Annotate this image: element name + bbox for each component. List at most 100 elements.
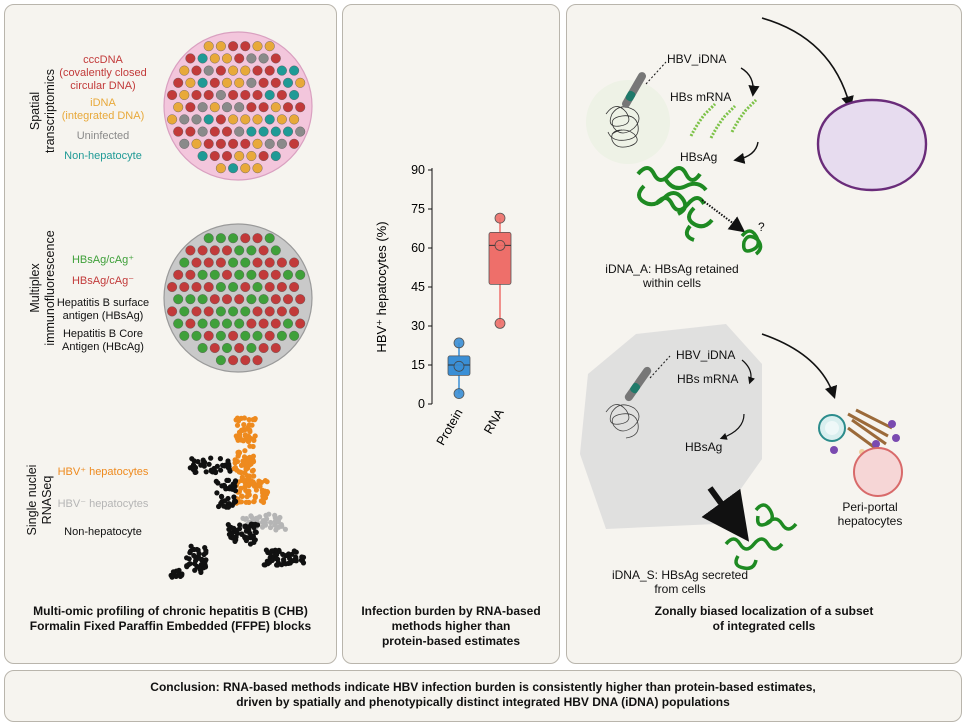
cell-dot: [270, 245, 281, 256]
cell-dot: [185, 102, 196, 113]
cell-point: [282, 526, 288, 532]
cell-point: [224, 477, 230, 483]
portal-tract-icon: [818, 408, 903, 497]
cell-point: [260, 497, 266, 504]
conclusion-banner: [4, 670, 962, 722]
cell-point: [281, 558, 287, 564]
cell-point: [238, 462, 245, 468]
cell-dot: [282, 77, 293, 88]
cell-point: [248, 461, 254, 467]
cell-point: [231, 494, 237, 500]
cell-dot: [295, 77, 306, 88]
cell-dot: [203, 257, 214, 268]
cell-dot: [197, 294, 208, 305]
cell-dot: [167, 282, 178, 293]
cell-point: [261, 562, 267, 568]
cell-dot: [209, 53, 220, 64]
cell-point: [246, 417, 252, 423]
cell-dot: [222, 245, 233, 256]
cell-point: [278, 522, 284, 528]
cell-point: [201, 463, 207, 469]
cell-point: [191, 552, 197, 559]
cell-dot: [215, 330, 226, 341]
cell-dot: [228, 163, 239, 174]
cell-dot: [246, 269, 257, 280]
cell-point: [227, 468, 233, 474]
cell-dot: [240, 41, 251, 52]
cell-dot: [197, 342, 208, 353]
cell-dot: [270, 102, 281, 113]
cell-point: [258, 479, 264, 485]
cell-dot: [209, 269, 220, 280]
cell-dot: [234, 269, 245, 280]
cell-dot: [252, 163, 263, 174]
cell-dot: [252, 41, 263, 52]
cell-dot: [222, 126, 233, 137]
cell-point: [273, 556, 279, 562]
cell-dot: [215, 355, 226, 366]
cell-point: [267, 524, 274, 531]
cell-dot: [282, 126, 293, 137]
cell-dot: [179, 90, 190, 101]
infection-burden-panel: [342, 4, 560, 664]
data-point: [453, 388, 465, 400]
cell-dot: [179, 257, 190, 268]
cell-dot: [173, 102, 184, 113]
cell-dot: [222, 294, 233, 305]
cell-dot: [185, 126, 196, 137]
cell-dot: [203, 65, 214, 76]
cell-point: [219, 494, 225, 500]
cell-point: [234, 422, 241, 428]
cell-dot: [234, 318, 245, 329]
cell-point: [248, 513, 254, 519]
cell-point: [233, 527, 239, 533]
cell-point: [242, 427, 248, 433]
cell-dot: [240, 114, 251, 125]
cell-point: [229, 502, 235, 508]
cell-dot: [197, 318, 208, 329]
cell-dot: [222, 102, 233, 113]
cell-dot: [215, 138, 226, 149]
cell-dot: [179, 65, 190, 76]
cell-point: [248, 480, 254, 486]
cell-dot: [222, 150, 233, 161]
cell-dot: [258, 102, 269, 113]
chromatin-tangle: [605, 106, 640, 141]
cell-point: [217, 456, 223, 462]
cell-dot: [240, 306, 251, 317]
cell-dot: [209, 245, 220, 256]
cell-dot: [240, 138, 251, 149]
cell-point: [191, 546, 197, 553]
cell-dot: [197, 102, 208, 113]
y-tick-label: 30: [411, 319, 425, 333]
cell-dot: [234, 102, 245, 113]
chromosome-icon: [622, 72, 646, 108]
cell-point: [252, 417, 258, 423]
cell-dot: [185, 53, 196, 64]
cell-point: [249, 468, 255, 474]
cell-point: [206, 461, 212, 467]
cell-point: [232, 538, 238, 544]
data-point: [494, 212, 506, 224]
cell-dot: [228, 90, 239, 101]
cell-dot: [264, 138, 275, 149]
cell-point: [234, 467, 240, 473]
cell-dot: [289, 90, 300, 101]
multiplex-if-dots: [163, 223, 313, 373]
cell-point: [195, 555, 201, 561]
data-point: [494, 317, 506, 329]
cell-point: [264, 516, 270, 522]
cell-dot: [215, 233, 226, 244]
cell-dot: [252, 306, 263, 317]
cell-point: [221, 483, 228, 489]
cell-dot: [209, 77, 220, 88]
cell-dot: [191, 306, 202, 317]
cell-dot: [191, 257, 202, 268]
x-tick-label: Protein: [434, 406, 466, 447]
legend-entry: Non-hepatocyte: [28, 150, 178, 163]
cell-dot: [191, 90, 202, 101]
cell-dot: [276, 330, 287, 341]
cell-dot: [203, 306, 214, 317]
cell-point: [242, 432, 248, 438]
